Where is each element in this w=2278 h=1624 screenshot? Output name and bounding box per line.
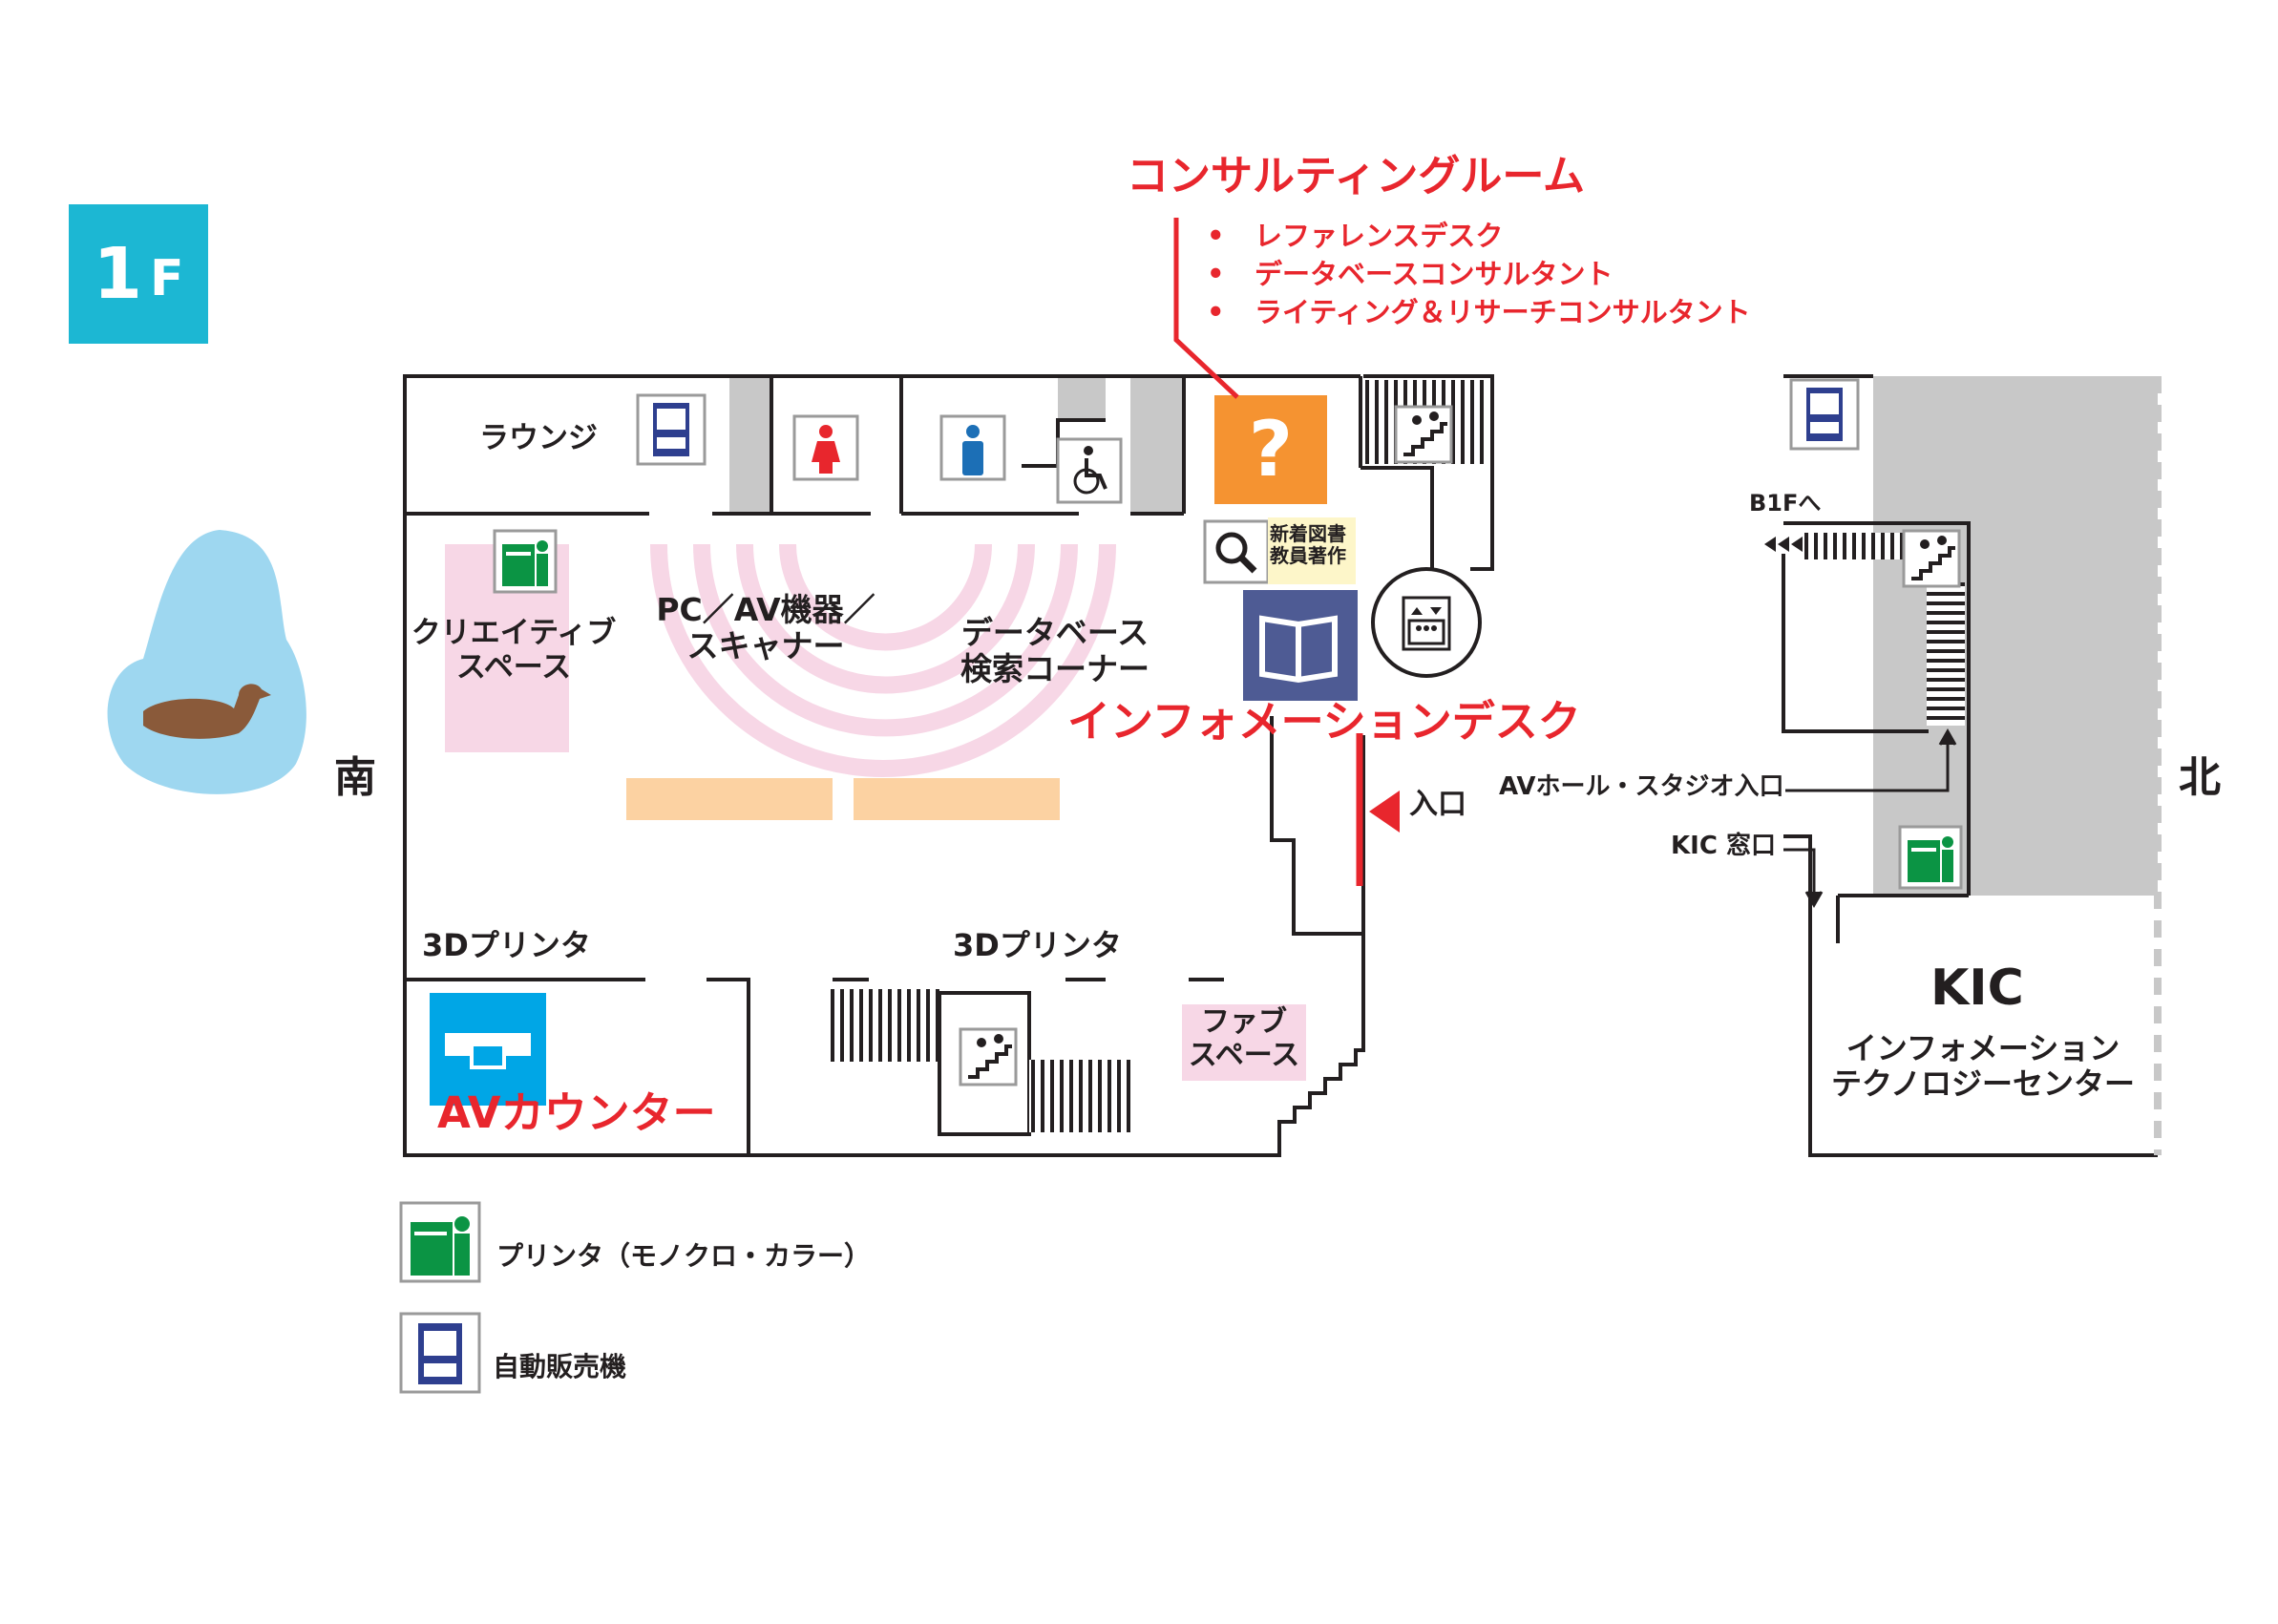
stairs-icon (1902, 529, 1961, 588)
fab-space-line: ファブ (1201, 1005, 1287, 1039)
lounge-label: ラウンジ (479, 421, 598, 455)
entrance-label: 入口 (1409, 788, 1466, 821)
av-counter-label: AVカウンター (437, 1087, 716, 1138)
mens-restroom-icon (939, 414, 1006, 481)
creative-space-line: クリエイティブ (411, 616, 617, 650)
printer3d-left-label: 3Dプリンタ (422, 927, 591, 963)
stairs-bottom-left (827, 989, 939, 1062)
magnifier-icon (1203, 519, 1270, 584)
av-counter-icon (430, 993, 546, 1106)
vending-machine-icon (399, 1312, 481, 1394)
new-books-background (1268, 517, 1356, 584)
legend-printer-label: プリンタ（モノクロ・カラー） (496, 1240, 872, 1272)
database-corner-label: データベース 検索コーナー (945, 615, 1165, 687)
pc-av-line: PC／AV機器／ (656, 591, 875, 628)
printer-icon (399, 1201, 481, 1283)
info-desk-label: インフォメーションデスク (1067, 696, 1581, 747)
accessible-restroom-icon (1056, 437, 1123, 504)
table-left (626, 778, 833, 820)
av-hall-arrow (1785, 728, 1957, 792)
b1f-label: B1Fへ (1749, 490, 1822, 517)
wall-blocks (729, 376, 2158, 896)
consulting-room-title: コンサルティングルーム (1127, 152, 1586, 200)
service-item: レファレンスデスク (1207, 214, 1751, 252)
b1f-arrows (1764, 537, 1803, 552)
book-icon (1243, 590, 1358, 701)
reference-desk-icon: ? (1214, 395, 1327, 504)
floor-suffix: F (149, 250, 184, 307)
fab-space-line: スペース (1188, 1038, 1300, 1072)
stairs-kic (1927, 582, 1965, 726)
kic-full-label: インフォメーション テクノロジーセンター (1808, 1031, 2158, 1102)
fab-space-zone (1182, 1004, 1306, 1081)
printer-icon (1898, 825, 1963, 890)
pc-av-line: スキャナー (686, 626, 845, 664)
kic-window-arrow (1783, 848, 1824, 909)
pond (107, 530, 306, 794)
kic-title: KIC (1930, 960, 2024, 1017)
stairs-icon (959, 1027, 1018, 1086)
new-books-line: 教員著作 (1270, 544, 1346, 567)
kic-full-line: インフォメーション (1846, 1030, 2120, 1066)
table-right (854, 778, 1060, 820)
database-corner-line: 検索コーナー (960, 649, 1150, 687)
compass-north: 北 (2179, 753, 2221, 802)
duck-icon (143, 684, 271, 739)
compass-south: 南 (334, 753, 376, 802)
entrance-arrow-icon (1369, 791, 1400, 833)
consulting-callout-line (1173, 218, 1239, 399)
database-corner-line: データベース (960, 614, 1150, 651)
stairs-bottom-right (1029, 1060, 1130, 1132)
elevator (1371, 567, 1482, 678)
building-walls (403, 374, 2158, 1157)
womens-restroom-icon (792, 414, 859, 481)
legend-vending-label: 自動販売機 (493, 1351, 627, 1382)
stairs-kic-top (1803, 533, 1917, 559)
pc-zone-arcs (650, 543, 1116, 777)
floor-number: 1 (93, 233, 142, 315)
svg-text:?: ? (1249, 405, 1293, 494)
new-books-line: 新着図書 (1270, 522, 1346, 545)
floor-badge: 1 F (69, 204, 208, 344)
creative-space-line: スペース (455, 649, 572, 685)
kic-full-line: テクノロジーセンター (1830, 1065, 2136, 1102)
printer-icon (493, 529, 558, 594)
consulting-services: レファレンスデスク データベースコンサルタント ライティング＆リサーチコンサルタ… (1207, 214, 1751, 328)
elevator-icon (1407, 607, 1445, 645)
creative-space-label: クリエイティブ スペース (409, 616, 619, 685)
vending-machine-icon (636, 393, 707, 466)
av-hall-label: AVホール・スタジオ入口 (1499, 772, 1784, 801)
vending-machine-icon (1789, 378, 1860, 451)
new-books-label: 新着図書 教員著作 (1270, 523, 1346, 567)
service-item: データベースコンサルタント (1207, 252, 1751, 290)
fab-space-label: ファブ スペース (1180, 1005, 1308, 1072)
stairs-icon (1394, 405, 1453, 464)
service-item: ライティング＆リサーチコンサルタント (1207, 290, 1751, 328)
pc-av-label: PC／AV機器／ スキャナー (632, 592, 899, 664)
printer3d-right-label: 3Dプリンタ (953, 927, 1122, 963)
kic-window-label: KIC 窓口 (1671, 832, 1776, 860)
